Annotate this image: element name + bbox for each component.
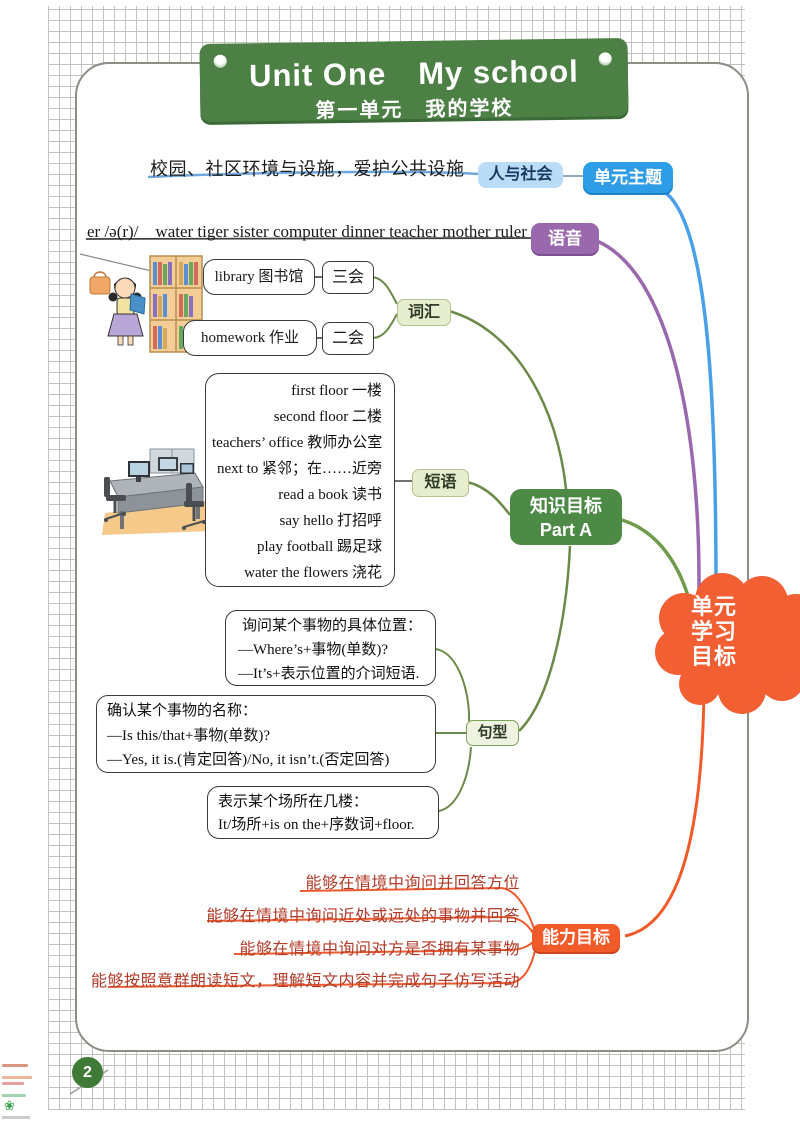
knowledge-goal-line2: Part A bbox=[539, 520, 593, 540]
unit-title-english: Unit One My school bbox=[248, 53, 580, 94]
sentence-line: —It’s+表示位置的介词短语. bbox=[238, 666, 420, 682]
phrase-item: water the flowers 浇花 bbox=[244, 565, 382, 581]
root-label-line: 目标 bbox=[691, 644, 738, 669]
phrases-node: 短语 bbox=[412, 469, 469, 497]
root-label-line: 单元 bbox=[691, 594, 738, 619]
sentence-line: It/场所+is on the+序数词+floor. bbox=[218, 816, 415, 833]
unit-title-chinese: 第一单元 我的学校 bbox=[315, 97, 514, 123]
ability-goal-node: 能力目标 bbox=[532, 924, 620, 952]
phrase-item: first floor 一楼 bbox=[291, 383, 382, 399]
sentence-box-confirm: 确认某个事物的名称： —Is this/that+事物(单数)? —Yes, i… bbox=[96, 695, 436, 773]
phrase-item: read a book 读书 bbox=[278, 487, 382, 503]
sentence-line: 表示某个场所在几楼： bbox=[218, 794, 369, 810]
ability-item: 能够在情境中询问并回答方位 bbox=[305, 875, 520, 892]
plaque-pin-right-icon bbox=[598, 52, 612, 66]
sentence-box-floor: 表示某个场所在几楼： It/场所+is on the+序数词+floor. bbox=[207, 786, 439, 839]
sentence-box-location: 询问某个事物的具体位置： —Where’s+事物(单数)? —It’s+表示位置… bbox=[225, 610, 436, 686]
vocab-word-library: library 图书馆 bbox=[203, 259, 315, 295]
vocab-word-homework: homework 作业 bbox=[183, 320, 317, 356]
unit-title-plaque: Unit One My school 第一单元 我的学校 bbox=[199, 38, 629, 123]
vocabulary-node: 词汇 bbox=[397, 299, 451, 326]
publisher-watermark: ❀ bbox=[2, 1062, 36, 1120]
page-number-badge: 2 bbox=[72, 1057, 103, 1088]
theme-description-text: 校园、社区环境与设施，爱护公共设施 bbox=[150, 159, 465, 179]
unit-theme-node: 单元主题 bbox=[583, 162, 673, 193]
ability-item: 能够按照意群朗读短文，理解短文内容并完成句子仿写活动 bbox=[90, 973, 520, 990]
phrase-item: teachers’ office 教师办公室 bbox=[212, 435, 383, 451]
vocab-level-sanhui: 三会 bbox=[322, 261, 374, 294]
phonics-node: 语音 bbox=[531, 223, 599, 254]
plaque-pin-left-icon bbox=[213, 54, 227, 68]
phrase-item: play football 踢足球 bbox=[257, 539, 382, 555]
sentence-line: —Is this/that+事物(单数)? bbox=[107, 727, 271, 744]
root-node-label: 单元 学习 目标 bbox=[691, 594, 737, 669]
sentence-line: —Yes, it is.(肯定回答)/No, it isn’t.(否定回答) bbox=[107, 752, 390, 768]
flower-logo-icon: ❀ bbox=[4, 1098, 15, 1113]
ability-item: 能够在情境中询问近处或远处的事物并回答 bbox=[206, 908, 520, 925]
sentence-line: 确认某个事物的名称： bbox=[107, 703, 258, 719]
sentence-line: 询问某个事物的具体位置： bbox=[242, 618, 423, 634]
vocab-level-erhui: 二会 bbox=[322, 322, 374, 355]
sentence-line: —Where’s+事物(单数)? bbox=[238, 642, 389, 658]
phrase-item: say hello 打招呼 bbox=[279, 513, 383, 529]
sentence-pattern-node: 句型 bbox=[466, 720, 519, 746]
knowledge-goal-node: 知识目标 Part A bbox=[510, 489, 622, 545]
phonics-words-text: er /ə(r)/ water tiger sister computer di… bbox=[87, 222, 527, 241]
phrase-item: second floor 二楼 bbox=[273, 409, 382, 425]
ability-item: 能够在情境中询问对方是否拥有某事物 bbox=[239, 941, 520, 958]
society-category-node: 人与社会 bbox=[478, 162, 563, 188]
root-label-line: 学习 bbox=[691, 619, 738, 644]
computer-room-illustration bbox=[102, 448, 212, 535]
phrase-item: next to 紧邻；在……近旁 bbox=[217, 461, 382, 477]
knowledge-goal-line1: 知识目标 bbox=[530, 496, 602, 516]
phrases-box: first floor 一楼 second floor 二楼 teachers’… bbox=[205, 373, 395, 587]
